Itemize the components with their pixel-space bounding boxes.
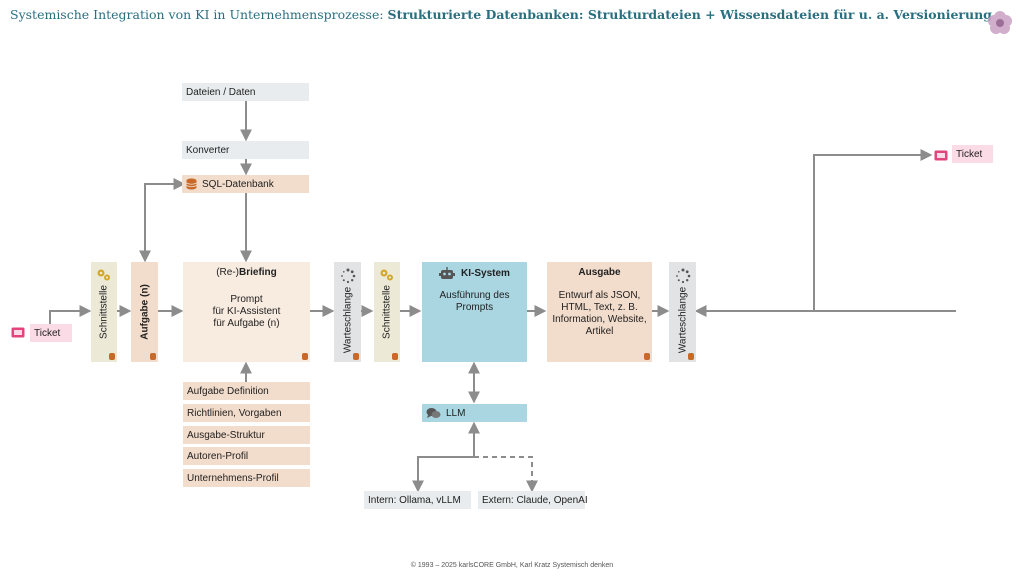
warteschlange-label: Warteschlange	[677, 286, 688, 354]
ki-system-text: Ausführung des Prompts	[422, 290, 527, 314]
llm-node: LLM	[422, 404, 527, 422]
database-icon	[150, 353, 156, 360]
database-icon	[688, 353, 694, 360]
database-icon	[186, 178, 197, 190]
briefing-title-prefix: (Re-)	[216, 267, 239, 278]
dateien-label: Dateien / Daten	[186, 86, 256, 98]
warteschlange-column-1: Warteschlange	[334, 262, 361, 362]
schnittstelle-column-2: Schnittstelle	[374, 262, 400, 362]
chat-bubbles-icon	[426, 408, 441, 418]
briefing-title-bold: Briefing	[239, 267, 277, 278]
llm-label: LLM	[446, 407, 466, 419]
gears-icon	[97, 269, 110, 281]
briefing-node: (Re-)Briefing Prompt für KI-Assistent fü…	[183, 262, 310, 362]
spinner-icon	[340, 268, 355, 284]
ausgabe-text: Entwurf als JSON, HTML, Text, z. B. Info…	[547, 290, 652, 338]
warteschlange-column-2: Warteschlange	[669, 262, 696, 362]
sql-label: SQL-Datenbank	[202, 178, 274, 190]
ki-system-title: KI-System	[422, 267, 527, 280]
extern-label: Extern: Claude, OpenAI	[482, 494, 588, 506]
arrow-to-ticket-out	[813, 149, 933, 311]
ki-system-line: Prompts	[455, 302, 494, 313]
input-label: Unternehmens-Profil	[187, 472, 279, 484]
input-richtlinien: Richtlinien, Vorgaben	[183, 404, 310, 422]
input-aufgabe-definition: Aufgabe Definition	[183, 382, 310, 400]
arrow-llm-intern	[412, 421, 480, 493]
page-title: Systemische Integration von KI in Untern…	[10, 7, 992, 22]
input-unternehmens-profil: Unternehmens-Profil	[183, 469, 310, 487]
ki-system-node: KI-System Ausführung des Prompts	[422, 262, 527, 362]
database-icon	[302, 353, 308, 360]
briefing-line: für KI-Assistent	[212, 306, 281, 317]
ausgabe-node: Ausgabe Entwurf als JSON, HTML, Text, z.…	[547, 262, 652, 362]
ki-system-title-text: KI-System	[461, 268, 510, 279]
ausgabe-line: Information, Website,	[552, 314, 647, 325]
database-icon	[109, 353, 115, 360]
intern-node: Intern: Ollama, vLLM	[364, 491, 471, 509]
schnittstelle-column-1: Schnittstelle	[91, 262, 117, 362]
schnittstelle-label: Schnittstelle	[98, 285, 110, 339]
aufgabe-column: Aufgabe (n)	[131, 262, 158, 362]
ticket-icon	[934, 150, 948, 161]
konverter-node: Konverter	[182, 141, 309, 159]
schnittstelle-label: Schnittstelle	[381, 285, 393, 339]
dateien-daten-node: Dateien / Daten	[182, 83, 309, 101]
ticket-in-node: Ticket	[30, 324, 72, 342]
input-label: Aufgabe Definition	[187, 385, 269, 397]
input-label: Richtlinien, Vorgaben	[187, 407, 282, 419]
robot-icon	[439, 267, 456, 279]
copyright-footer: © 1993 – 2025 karlsCORE GmbH, Karl Kratz…	[410, 562, 614, 569]
database-icon	[392, 353, 398, 360]
ticket-icon	[11, 327, 25, 338]
extern-node: Extern: Claude, OpenAI	[478, 491, 588, 509]
briefing-line: Prompt	[230, 294, 263, 305]
ausgabe-line: Artikel	[585, 326, 614, 337]
sql-datenbank-node: SQL-Datenbank	[182, 175, 309, 193]
ticket-out-label: Ticket	[956, 148, 983, 160]
ki-system-line: Ausführung des	[439, 290, 510, 301]
ausgabe-line: HTML, Text, z. B.	[561, 302, 638, 313]
flower-logo-icon	[988, 11, 1012, 34]
briefing-text: Prompt für KI-Assistent für Aufgabe (n)	[183, 294, 310, 330]
input-label: Ausgabe-Struktur	[187, 429, 265, 441]
ticket-in-label: Ticket	[34, 327, 61, 339]
spinner-icon	[675, 268, 690, 284]
input-autoren-profil: Autoren-Profil	[183, 447, 310, 465]
title-emphasis: Strukturierte Datenbanken: Strukturdatei…	[387, 7, 992, 22]
aufgabe-label: Aufgabe (n)	[139, 284, 150, 340]
briefing-title: (Re-)Briefing	[183, 267, 310, 278]
ausgabe-title: Ausgabe	[578, 267, 621, 278]
ticket-out-node: Ticket	[952, 145, 993, 163]
ausgabe-line: Entwurf als JSON,	[558, 290, 641, 301]
title-prefix: Systemische Integration von KI in Untern…	[10, 7, 388, 22]
arrow-llm-extern	[474, 456, 538, 493]
arrow-sql-aufgabe	[139, 178, 186, 263]
briefing-line: für Aufgabe (n)	[213, 318, 280, 329]
input-ausgabe-struktur: Ausgabe-Struktur	[183, 426, 310, 444]
input-label: Autoren-Profil	[187, 450, 249, 462]
intern-label: Intern: Ollama, vLLM	[368, 494, 461, 506]
gears-icon	[380, 269, 393, 281]
database-icon	[644, 353, 650, 360]
warteschlange-label: Warteschlange	[342, 286, 353, 354]
database-icon	[353, 353, 359, 360]
konverter-label: Konverter	[186, 144, 230, 156]
